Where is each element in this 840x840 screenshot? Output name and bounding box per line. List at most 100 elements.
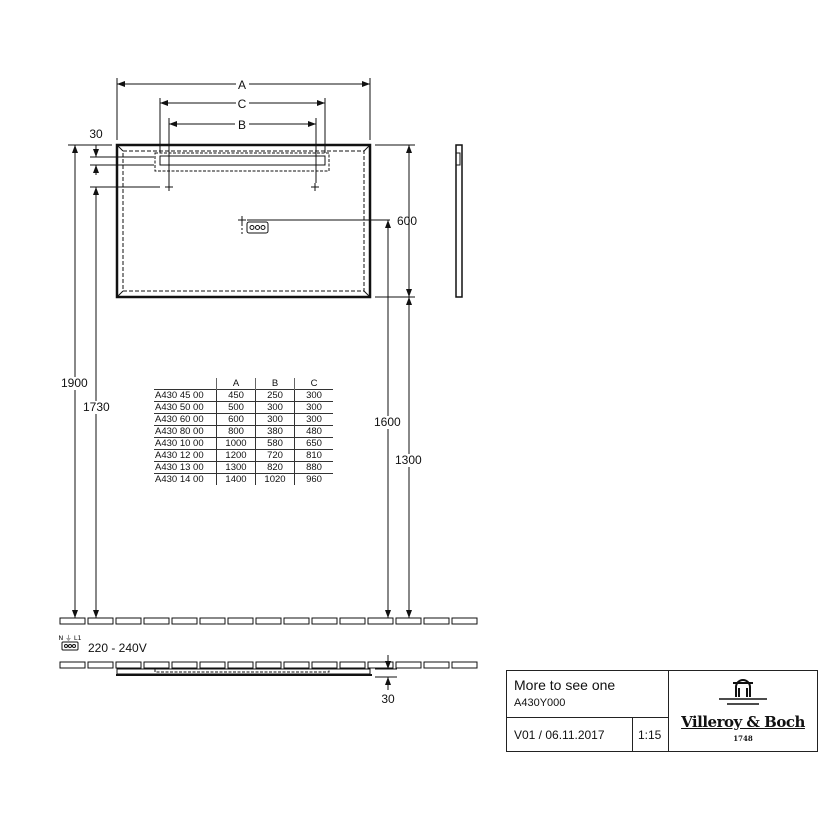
floor-tile (255, 661, 282, 669)
dimension-cell: 1000 (216, 437, 256, 450)
dim-label-30-bottom: 30 (381, 692, 395, 706)
dimension-cell: 1200 (216, 449, 256, 462)
brand-year: 1748 (733, 734, 753, 743)
floor-tile (115, 617, 142, 625)
light-bar (154, 152, 330, 172)
article-cell: A430 45 00 (154, 389, 217, 402)
floor-tile (227, 617, 254, 625)
table-header: C (294, 378, 333, 390)
floor-tile (451, 617, 478, 625)
floor-tile (227, 661, 254, 669)
dimension-cell: 1400 (216, 473, 256, 485)
dimension-cell: 580 (255, 437, 295, 450)
dimension-cell: 1300 (216, 461, 256, 474)
brand-name: Villeroy & Boch (681, 713, 805, 731)
mirror-side-view (455, 144, 463, 298)
dimension-cell: 480 (294, 425, 333, 438)
article-cell: A430 14 00 (154, 473, 217, 485)
floor-tile (339, 661, 366, 669)
dimension-cell: 300 (255, 413, 295, 426)
title-block: More to see one A430Y000 V01 / 06.11.201… (506, 670, 818, 752)
mirror-inner-dashed (122, 150, 365, 292)
article-cell: A430 12 00 (154, 449, 217, 462)
dim-label-a: A (238, 78, 246, 92)
floor-tile (367, 661, 394, 669)
power-terminal-icon (61, 641, 79, 651)
floor-tile (311, 661, 338, 669)
table-header: B (255, 378, 295, 390)
dim-label-600: 600 (397, 214, 417, 228)
dimension-cell: 300 (294, 389, 333, 402)
floor-tile (451, 661, 478, 669)
dim-label-b: B (238, 118, 246, 132)
floor-tile (423, 661, 450, 669)
floor-tile (59, 661, 86, 669)
dimension-cell: 720 (255, 449, 295, 462)
floor-tile (395, 617, 422, 625)
drawing-scale: 1:15 (638, 728, 662, 742)
floor-tile (283, 617, 310, 625)
floor-tile (367, 617, 394, 625)
floor-tile (311, 617, 338, 625)
floor-tile (283, 661, 310, 669)
floor-tile (115, 661, 142, 669)
floor-tile (171, 617, 198, 625)
dimension-cell: 650 (294, 437, 333, 450)
floor-tile (395, 661, 422, 669)
floor-tile (423, 617, 450, 625)
dimension-cell: 380 (255, 425, 295, 438)
outlet-box (246, 221, 269, 234)
article-cell: A430 10 00 (154, 437, 217, 450)
dimension-cell: 500 (216, 401, 256, 414)
article-cell: A430 13 00 (154, 461, 217, 474)
power-terminal-labels: N ⏚ L1 (58, 634, 81, 642)
dim-label-30-top: 30 (89, 127, 103, 141)
article-cell: A430 60 00 (154, 413, 217, 426)
dimension-cell: 880 (294, 461, 333, 474)
floor-tile (143, 617, 170, 625)
dimension-cell: 960 (294, 473, 333, 485)
dim-label-1300: 1300 (394, 453, 423, 467)
dim-label-c: C (238, 97, 247, 111)
power-voltage-label: 220 - 240V (88, 641, 147, 655)
mount-point-crosshairs (165, 183, 319, 236)
dimension-cell: 250 (255, 389, 295, 402)
dimension-cell: 820 (255, 461, 295, 474)
floor-tiles-bottom (59, 661, 478, 669)
table-header: A (216, 378, 256, 390)
product-name: More to see one (514, 677, 616, 693)
floor-tile (59, 617, 86, 625)
dimension-cell: 810 (294, 449, 333, 462)
dimension-cell: 300 (294, 401, 333, 414)
floor-tile (255, 617, 282, 625)
article-cell: A430 80 00 (154, 425, 217, 438)
floor-tile (199, 661, 226, 669)
dimension-cell: 450 (216, 389, 256, 402)
floor-tile (171, 661, 198, 669)
floor-tile (87, 661, 114, 669)
article-cell: A430 50 00 (154, 401, 217, 414)
brand-logo: Villeroy & Boch 1748 (669, 671, 817, 751)
dimension-cell: 600 (216, 413, 256, 426)
table-header (154, 378, 217, 390)
dim-label-1900: 1900 (60, 376, 89, 390)
dim-label-1600: 1600 (373, 415, 402, 429)
dim-label-1730: 1730 (82, 400, 111, 414)
article-number: A430Y000 (514, 697, 566, 709)
floor-tiles-top (59, 617, 478, 625)
floor-tile (199, 617, 226, 625)
mirror-outline (115, 143, 372, 299)
version-date: V01 / 06.11.2017 (514, 728, 605, 742)
dimension-cell: 300 (255, 401, 295, 414)
floor-tile (339, 617, 366, 625)
dimension-cell: 800 (216, 425, 256, 438)
dimension-cell: 300 (294, 413, 333, 426)
dimension-cell: 1020 (255, 473, 295, 485)
floor-tile (143, 661, 170, 669)
